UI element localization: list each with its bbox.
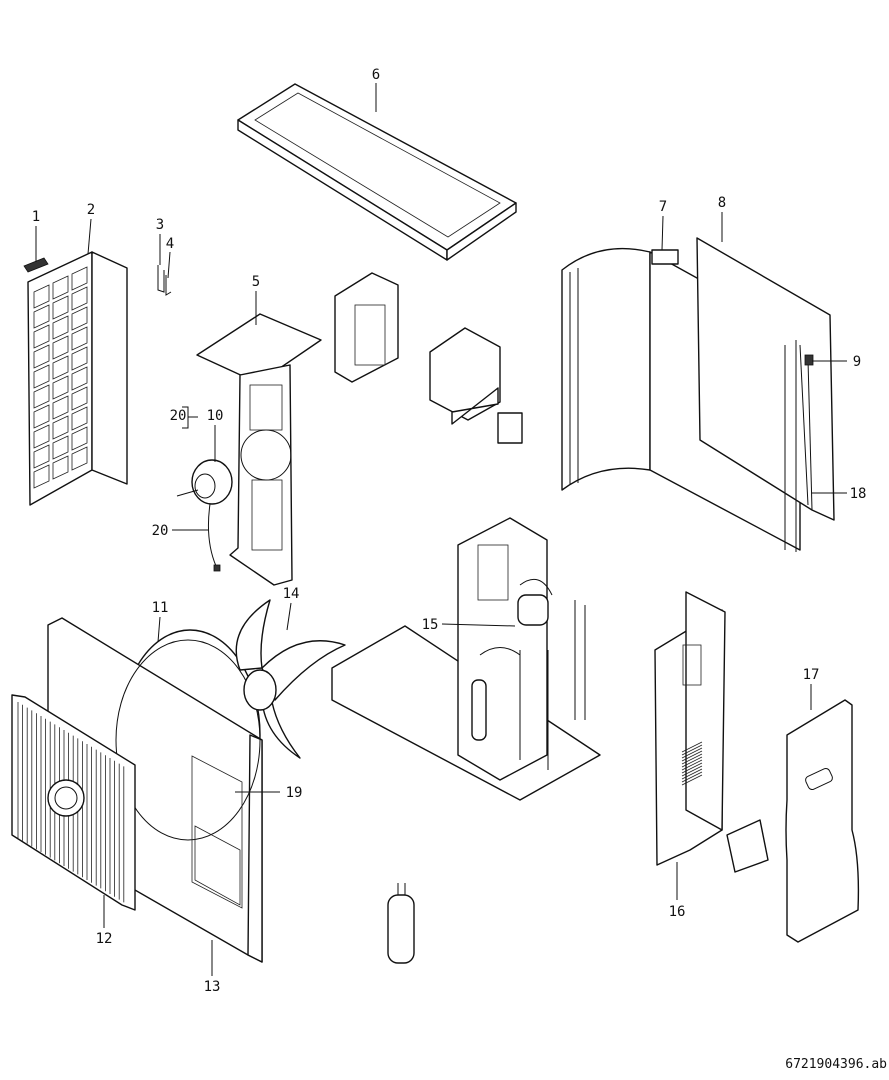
part-side-panel — [654, 591, 769, 873]
callout-8: 8 — [718, 195, 726, 211]
callout-13: 13 — [204, 979, 221, 995]
vent-slot — [681, 747, 703, 759]
vent-slot — [681, 744, 703, 756]
grille-cell — [33, 324, 50, 349]
vent-slot — [681, 753, 703, 765]
grille-cell — [33, 424, 50, 449]
part-1 — [23, 257, 49, 273]
grille-cell — [52, 355, 69, 380]
grille-cell — [52, 335, 69, 360]
callout-6: 6 — [372, 67, 380, 83]
document-id: 6721904396.ab — [785, 1057, 887, 1072]
grille-cell — [33, 384, 50, 409]
part-heat-exchanger — [561, 237, 835, 552]
callout-3: 3 — [156, 217, 164, 233]
vent-slot — [681, 771, 703, 783]
grille-cell — [71, 346, 88, 371]
grille-cell — [33, 364, 50, 389]
grille-cell — [71, 386, 88, 411]
leader-lines — [35, 83, 847, 976]
vent-slot — [681, 741, 703, 753]
callout-15: 15 — [422, 617, 439, 633]
callout-2: 2 — [87, 202, 95, 218]
part-fan-bracket — [196, 313, 322, 586]
part-fan-motor — [176, 459, 233, 572]
callout-20: 20 — [170, 408, 187, 424]
grille-cell — [71, 306, 88, 331]
grille-cell — [71, 426, 88, 451]
part-clip — [157, 265, 172, 296]
grille-cell — [52, 455, 69, 480]
callout-5: 5 — [252, 274, 260, 290]
vent-slot — [681, 768, 703, 780]
grille-cell — [52, 275, 69, 300]
vent-slot — [681, 774, 703, 786]
callout-18: 18 — [850, 486, 867, 502]
vent-slot — [681, 759, 703, 771]
grille-cell — [71, 286, 88, 311]
grille-cell — [71, 366, 88, 391]
grille-cell — [52, 295, 69, 320]
grille-cell — [71, 406, 88, 431]
callout-10: 10 — [207, 408, 224, 424]
part-accumulator — [387, 883, 415, 964]
callout-14: 14 — [283, 586, 300, 602]
part-top-cover — [237, 83, 517, 261]
callout-1: 1 — [32, 209, 40, 225]
callout-20: 20 — [152, 523, 169, 539]
grille-cell — [71, 266, 88, 291]
part-front-grille — [11, 694, 136, 911]
callout-9: 9 — [853, 354, 861, 370]
part-control-box — [334, 272, 523, 444]
part-base-compressor — [331, 517, 601, 801]
callout-17: 17 — [803, 667, 820, 683]
grille-cell — [52, 375, 69, 400]
grille-cell — [71, 446, 88, 471]
grille-cell — [33, 284, 50, 309]
grille-cell — [33, 404, 50, 429]
callout-7: 7 — [659, 199, 667, 215]
grille-cell — [71, 326, 88, 351]
callout-19: 19 — [286, 785, 303, 801]
part-fan-propeller — [235, 599, 346, 759]
grille-cell — [52, 395, 69, 420]
grille-cell — [33, 464, 50, 489]
grille-cell — [52, 415, 69, 440]
grille-cell — [33, 304, 50, 329]
grille-cell — [33, 344, 50, 369]
callout-16: 16 — [669, 904, 686, 920]
grille-cell — [52, 315, 69, 340]
grille-cell — [33, 444, 50, 469]
vent-slot — [681, 762, 703, 774]
callout-11: 11 — [152, 600, 169, 616]
vent-slot — [681, 765, 703, 777]
part-service-cover — [785, 699, 860, 943]
part-left-grille — [27, 251, 128, 506]
callout-4: 4 — [166, 236, 174, 252]
callout-12: 12 — [96, 931, 113, 947]
vent-slot — [681, 750, 703, 762]
vent-slot — [681, 756, 703, 768]
grille-cell — [52, 435, 69, 460]
